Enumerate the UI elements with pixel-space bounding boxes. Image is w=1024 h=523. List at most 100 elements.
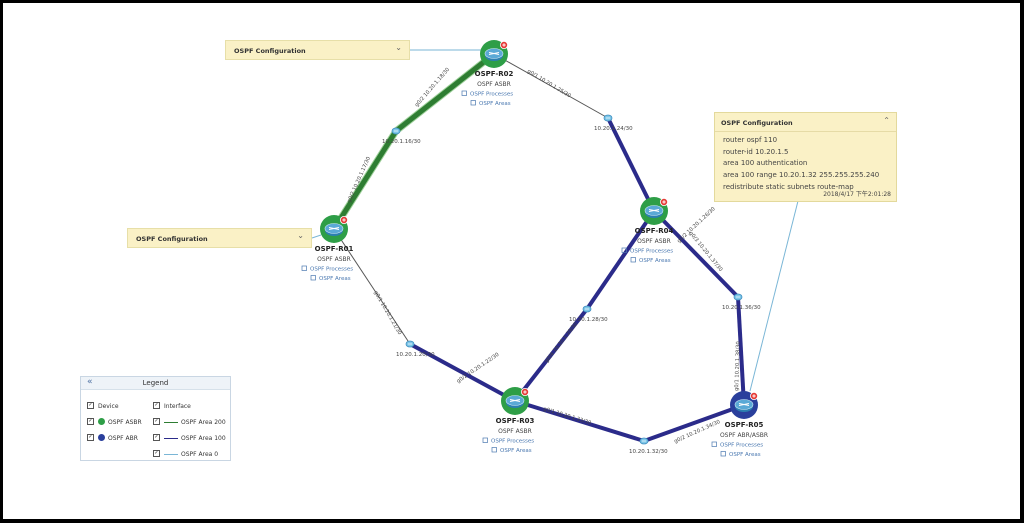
processes-icon — [301, 265, 307, 271]
router-arrows-icon — [738, 403, 750, 406]
router-name: OSPF-R02 — [475, 70, 514, 78]
subnet-label: 10.20.1.36/30 — [722, 305, 761, 311]
ospf-link[interactable] — [333, 228, 411, 345]
checkbox-icon[interactable]: ✓ — [87, 434, 94, 441]
subnet-node[interactable] — [391, 127, 401, 135]
areas-icon — [470, 100, 476, 106]
router-r05[interactable] — [730, 391, 759, 419]
subnet-label: 10.20.1.32/30 — [629, 449, 668, 455]
areas-icon — [310, 275, 316, 281]
subnet-node[interactable] — [582, 305, 592, 313]
ospf-config-title: OSPF Configuration — [721, 119, 793, 127]
ospf-link[interactable] — [513, 307, 589, 403]
processes-icon — [461, 90, 467, 96]
ospf-areas-link[interactable]: OSPF Areas — [319, 276, 351, 282]
alert-plus-icon — [342, 218, 346, 222]
interface-label: g0/1 10.20.1.33/30 — [542, 406, 591, 426]
legend-panel: « Legend ✓ Device ✓Interface ✓OSPF ASBR ✓… — [80, 376, 231, 461]
alert-plus-icon — [662, 200, 666, 204]
legend-area0-toggle[interactable]: ✓OSPF Area 0 — [153, 450, 218, 459]
abr-icon — [98, 434, 105, 441]
subnet-node[interactable] — [405, 340, 415, 348]
ospf-link[interactable] — [331, 129, 399, 231]
interface-label: g0/4 10.20.1.29/30 — [544, 321, 579, 364]
ospf-areas-link[interactable]: OSPF Areas — [639, 258, 671, 264]
areas-icon — [491, 447, 497, 453]
legend-label: OSPF Area 200 — [181, 419, 226, 426]
alert-plus-icon — [752, 394, 756, 398]
legend-device-toggle[interactable]: ✓ Device — [87, 402, 119, 411]
config-connector-line — [311, 234, 322, 239]
ospf-areas-link[interactable]: OSPF Areas — [500, 448, 532, 454]
areas-icon — [630, 257, 636, 263]
legend-title: Legend — [142, 379, 169, 387]
subnet-node[interactable] — [603, 114, 613, 122]
ospf-link[interactable] — [606, 117, 656, 212]
ospf-link[interactable] — [643, 403, 745, 443]
ospf-config-title: OSPF Configuration — [136, 235, 208, 243]
config-line: area 100 range 10.20.1.32 255.255.255.24… — [723, 171, 880, 180]
router-name: OSPF-R01 — [315, 245, 354, 253]
ospf-areas-link[interactable]: OSPF Areas — [479, 101, 511, 107]
router-arrows-icon — [328, 227, 340, 230]
ospf-link[interactable] — [514, 399, 645, 443]
area100-line-icon — [164, 438, 178, 439]
router-r01[interactable] — [320, 215, 348, 243]
legend-abr-toggle[interactable]: ✓OSPF ABR — [87, 434, 138, 443]
legend-asbr-toggle[interactable]: ✓OSPF ASBR — [87, 418, 142, 427]
config-timestamp: 2018/4/17 下午2:01:28 — [823, 191, 891, 198]
router-arrows-icon — [648, 209, 660, 212]
chevron-up-icon[interactable]: ⌃ — [883, 116, 890, 125]
checkbox-icon[interactable]: ✓ — [87, 418, 94, 425]
ospf-processes-link[interactable]: OSPF Processes — [310, 267, 353, 273]
router-role: OSPF ASBR — [317, 256, 351, 263]
ospf-link[interactable] — [394, 52, 496, 133]
checkbox-icon[interactable]: ✓ — [153, 450, 160, 457]
legend-label: Device — [98, 403, 119, 410]
router-r04[interactable] — [640, 197, 669, 225]
chevron-down-icon[interactable]: ⌄ — [297, 231, 304, 240]
collapse-icon[interactable]: « — [87, 377, 93, 387]
ospf-config-bar-r02[interactable]: OSPF Configuration ⌄ — [225, 40, 410, 60]
checkbox-icon[interactable]: ✓ — [153, 434, 160, 441]
ospf-config-bar-r01[interactable]: OSPF Configuration ⌄ — [127, 228, 312, 248]
ospf-processes-link[interactable]: OSPF Processes — [720, 443, 763, 449]
router-r03[interactable] — [501, 387, 530, 415]
legend-area100-toggle[interactable]: ✓OSPF Area 100 — [153, 434, 226, 443]
ospf-processes-link[interactable]: OSPF Processes — [630, 249, 673, 255]
subnet-label: 10.20.1.24/30 — [594, 126, 633, 132]
router-name: OSPF-R05 — [725, 421, 764, 429]
processes-icon — [621, 247, 627, 253]
ospf-areas-link[interactable]: OSPF Areas — [729, 452, 761, 458]
interface-label: g0/1 10.20.1.38/30 — [734, 341, 742, 391]
subnet-node[interactable] — [639, 437, 649, 445]
ospf-processes-link[interactable]: OSPF Processes — [491, 439, 534, 445]
config-line: router ospf 110 — [723, 136, 778, 144]
config-line: router-id 10.20.1.5 — [723, 147, 789, 156]
legend-interface-toggle[interactable]: ✓Interface — [153, 402, 191, 411]
router-arrows-icon — [509, 399, 521, 402]
router-r02[interactable] — [480, 40, 508, 68]
config-line: redistribute static subnets route-map — [723, 182, 854, 191]
checkbox-icon[interactable]: ✓ — [153, 402, 160, 409]
legend-area200-toggle[interactable]: ✓ OSPF Area 200 — [153, 418, 226, 427]
subnet-node[interactable] — [733, 293, 743, 301]
processes-icon — [711, 441, 717, 447]
chevron-down-icon[interactable]: ⌄ — [395, 43, 402, 52]
area200-line-icon — [164, 422, 178, 423]
router-name: OSPF-R03 — [496, 417, 535, 425]
ospf-link[interactable] — [493, 53, 609, 119]
interface-label: g0/1 10.20.1.25/30 — [526, 69, 572, 100]
ospf-link[interactable] — [652, 209, 740, 299]
alert-plus-icon — [523, 390, 527, 394]
router-arrows-icon — [488, 52, 500, 55]
alert-plus-icon — [502, 43, 506, 47]
ospf-link[interactable] — [585, 209, 656, 311]
ospf-link[interactable] — [409, 342, 516, 403]
checkbox-icon[interactable]: ✓ — [87, 402, 94, 409]
checkbox-icon[interactable]: ✓ — [153, 418, 160, 425]
ospf-link[interactable] — [736, 296, 746, 406]
ospf-processes-link[interactable]: OSPF Processes — [470, 92, 513, 98]
